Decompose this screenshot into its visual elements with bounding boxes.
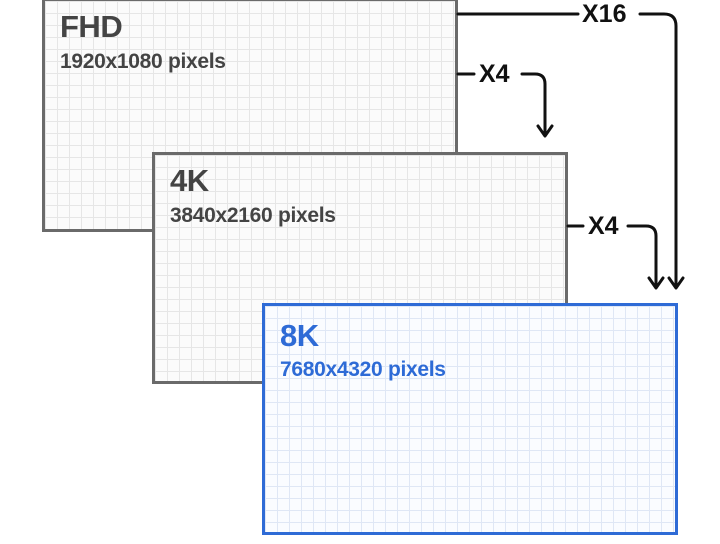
4k-resolution: 3840x2160 pixels xyxy=(170,204,336,227)
x4-4k-arrow-line xyxy=(566,224,658,288)
fhd-title: FHD xyxy=(60,9,123,44)
8k-panel: 8K 7680x4320 pixels xyxy=(262,303,678,535)
x4-fhd-to-4k-label: X4 xyxy=(477,60,512,88)
fhd-resolution: 1920x1080 pixels xyxy=(60,50,226,73)
x4-fhd-arrow-head-icon xyxy=(536,124,554,138)
fhd-panel: FHD 1920x1080 pixels xyxy=(42,0,458,232)
8k-resolution: 7680x4320 pixels xyxy=(280,358,446,381)
x4-fhd-arrow-line xyxy=(456,72,547,136)
x4-4k-arrow-head-icon xyxy=(647,276,665,290)
8k-title: 8K xyxy=(280,318,319,353)
x4-4k-to-8k-label: X4 xyxy=(586,212,621,240)
x16-label: X16 xyxy=(580,0,629,28)
x16-arrow-head-icon xyxy=(667,276,685,290)
4k-title: 4K xyxy=(170,163,209,198)
x16-arrow-line xyxy=(456,12,678,288)
